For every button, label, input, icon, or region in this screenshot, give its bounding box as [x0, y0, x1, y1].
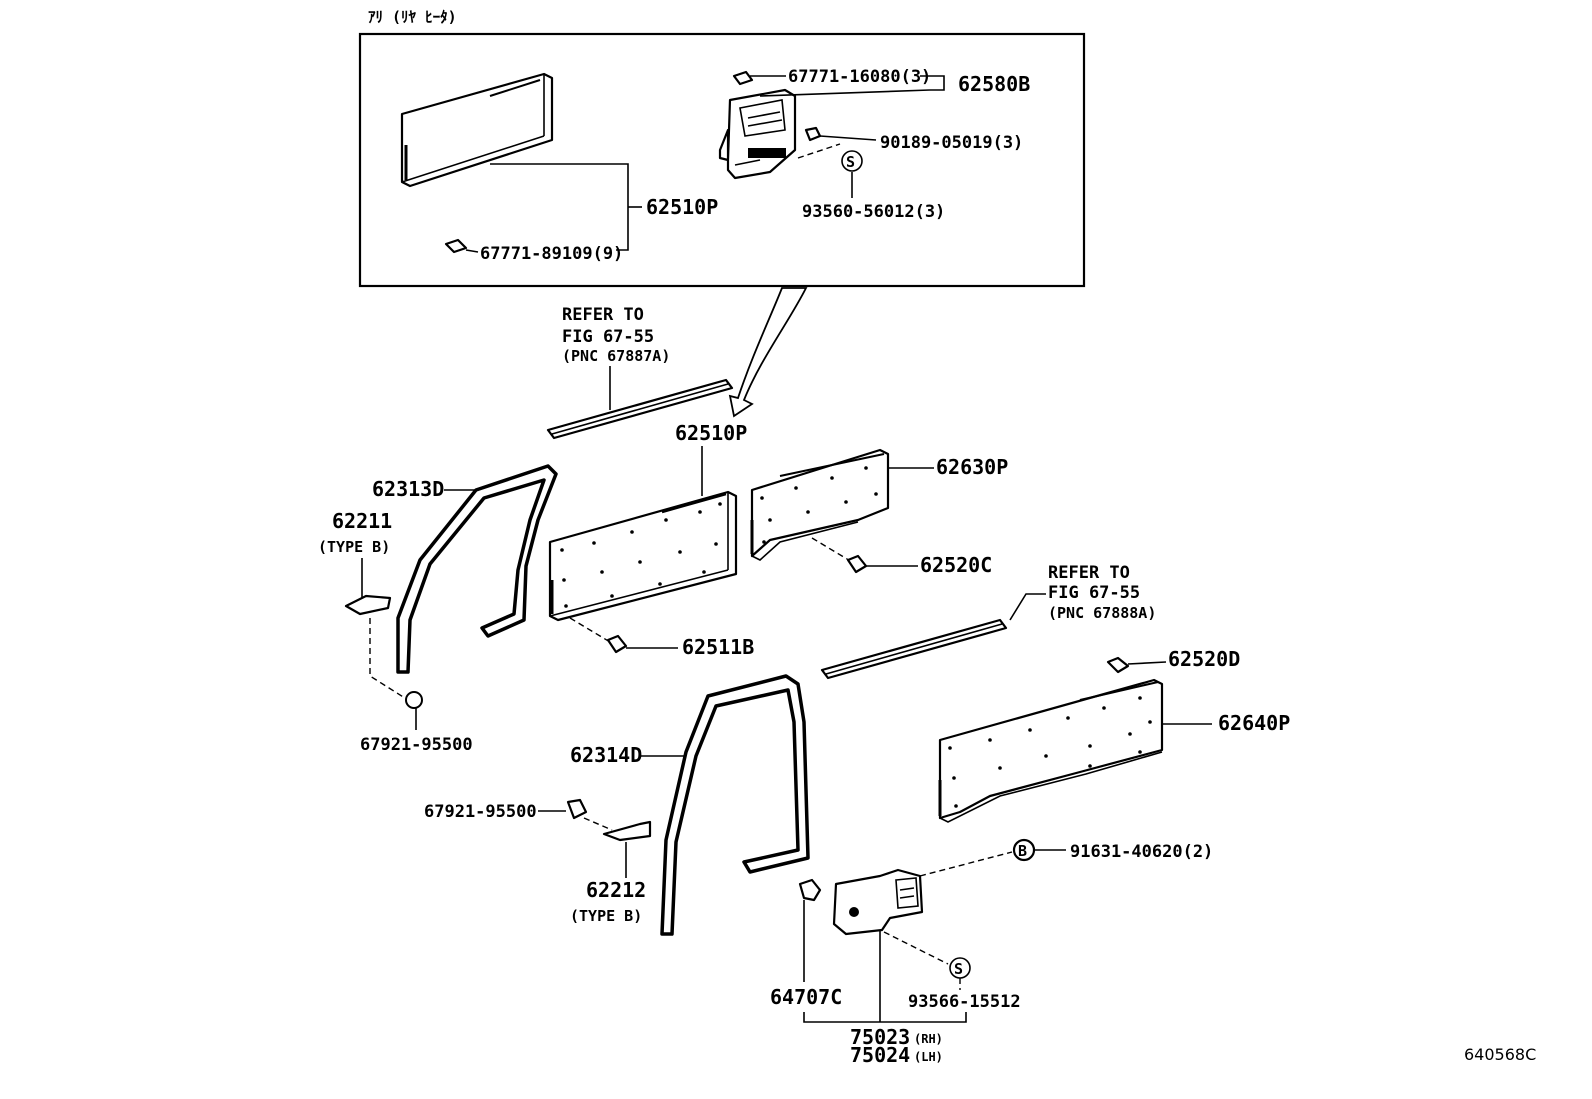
label-62510P-inset: 62510P: [646, 195, 718, 219]
svg-text:B: B: [1018, 842, 1027, 860]
clip-67771-16080: [732, 70, 786, 86]
label-62640P: 62640P: [1218, 711, 1290, 735]
svg-text:S: S: [846, 153, 855, 171]
leader-62510p-inset: [490, 163, 629, 251]
bracket-75023: [832, 868, 924, 936]
weatherstrip-62313d: [396, 464, 558, 674]
clip-62520d: [1106, 656, 1167, 674]
weatherstrip-lower: [820, 618, 1008, 680]
label-93566-15512: 93566-15512: [908, 992, 1021, 1012]
label-lh: (LH): [914, 1050, 943, 1064]
svg-text:FIG 67-55: FIG 67-55: [1048, 583, 1140, 603]
label-62520C: 62520C: [920, 553, 992, 577]
svg-text:(PNC 67888A): (PNC 67888A): [1048, 604, 1156, 622]
symbol-b-circle: B: [1012, 838, 1036, 862]
label-62520D: 62520D: [1168, 647, 1240, 671]
label-90189-05019: 90189-05019(3): [880, 133, 1023, 153]
label-64707C: 64707C: [770, 985, 842, 1009]
svg-text:REFER TO: REFER TO: [1048, 563, 1130, 583]
svg-text:FIG 67-55: FIG 67-55: [562, 327, 654, 347]
weatherstrip-62314d: [660, 674, 810, 936]
label-75023: 75023: [850, 1025, 910, 1049]
label-62212: 62212: [586, 878, 646, 902]
symbol-s2-circle: S: [949, 957, 971, 979]
callout-arrow: [728, 287, 808, 418]
inset-panel-62510p: [400, 72, 554, 188]
label-62510P: 62510P: [675, 421, 747, 445]
label-67921-95500-a: 67921-95500: [360, 735, 473, 755]
heater-cover-62580b: [718, 88, 797, 180]
panel-62640p: [938, 678, 1164, 823]
screw-90189-05019: [804, 126, 877, 142]
svg-text:REFER TO: REFER TO: [562, 305, 644, 325]
bracket-62211: [344, 594, 392, 616]
svg-text:S: S: [954, 960, 963, 978]
label-67921-95500-b: 67921-95500: [424, 802, 537, 822]
label-rh: (RH): [914, 1032, 943, 1046]
label-62211: 62211: [332, 509, 392, 533]
label-type-b-1: (TYPE B): [318, 538, 390, 556]
label-62630P: 62630P: [936, 455, 1008, 479]
inset-box: 67771-16080(3) 62580B 90189-05019(3) S 9…: [358, 32, 1086, 288]
clip-62520c: [846, 554, 918, 574]
label-type-b-2: (TYPE B): [570, 907, 642, 925]
label-91631-40620: 91631-40620(2): [1070, 842, 1213, 862]
panel-62630p: [750, 448, 890, 561]
clip-67771-89109: [444, 238, 479, 254]
weatherstrip-upper: [546, 378, 734, 440]
label-62314D: 62314D: [570, 743, 642, 767]
refer-lower: REFER TO FIG 67-55 (PNC 67888A): [1009, 563, 1156, 622]
refer-upper: REFER TO FIG 67-55 (PNC 67887A): [562, 305, 670, 410]
label-67771-89109: 67771-89109(9): [480, 244, 623, 264]
header-note: ｱﾘ (ﾘﾔ ﾋｰﾀ): [368, 8, 457, 26]
clip-62511b: [606, 634, 678, 654]
clip-64707c: [798, 878, 822, 902]
label-62511B: 62511B: [682, 635, 754, 659]
label-62580B: 62580B: [958, 72, 1030, 96]
svg-text:(PNC 67887A): (PNC 67887A): [562, 347, 670, 365]
symbol-s-circle: S: [841, 150, 863, 198]
label-67771-16080: 67771-16080(3): [788, 67, 931, 87]
figure-code: 640568C: [1464, 1045, 1536, 1064]
label-75024: 75024: [850, 1043, 910, 1067]
bracket-62580b: [920, 75, 945, 91]
clip-67921-95500-a: [405, 691, 423, 730]
bracket-62212: [602, 820, 652, 842]
panel-62510p: [548, 490, 738, 622]
label-62313D: 62313D: [372, 477, 444, 501]
clip-67921-95500-b: [538, 798, 588, 820]
label-93560-56012: 93560-56012(3): [802, 202, 945, 222]
